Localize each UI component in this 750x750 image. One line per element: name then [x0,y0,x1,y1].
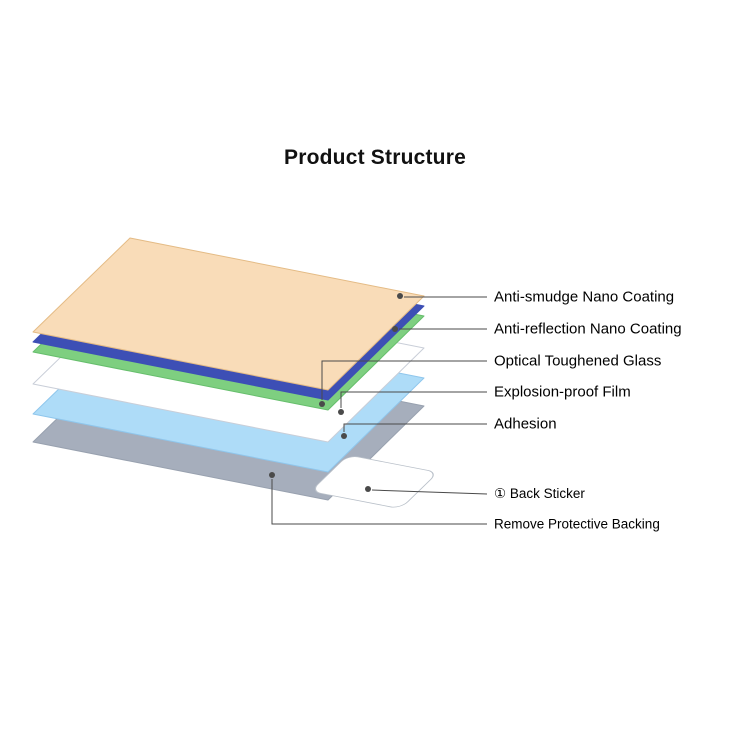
leader-remove-backing [271,479,487,525]
leader-back-sticker [371,489,488,495]
leader-dots [269,293,403,492]
layer-anti-smudge-nano-coating [32,237,425,391]
dot-anti-reflection [392,326,398,332]
leader-optical-glass [321,360,487,400]
label-explosion-proof-film: Explosion-proof Film [494,383,631,401]
back-sticker-shape [314,456,434,508]
leader-lines [271,296,488,525]
label-remove-protective-backing: Remove Protective Backing [494,516,660,532]
dot-anti-smudge [397,293,403,299]
dot-back-sticker [365,486,371,492]
dot-optical-glass [319,401,325,407]
page-title: Product Structure [284,146,466,169]
label-anti-smudge-nano-coating: Anti-smudge Nano Coating [494,288,675,306]
label-back-sticker: ① Back Sticker [494,486,585,501]
dot-remove-backing [269,472,275,478]
dot-adhesion [341,433,347,439]
leader-explosion-film [340,391,487,408]
label-anti-reflection-nano-coating: Anti-reflection Nano Coating [494,320,682,338]
leader-adhesion [343,423,487,432]
dot-explosion-film [338,409,344,415]
label-adhesion: Adhesion [494,415,557,433]
label-optical-toughened-glass: Optical Toughened Glass [494,352,662,370]
